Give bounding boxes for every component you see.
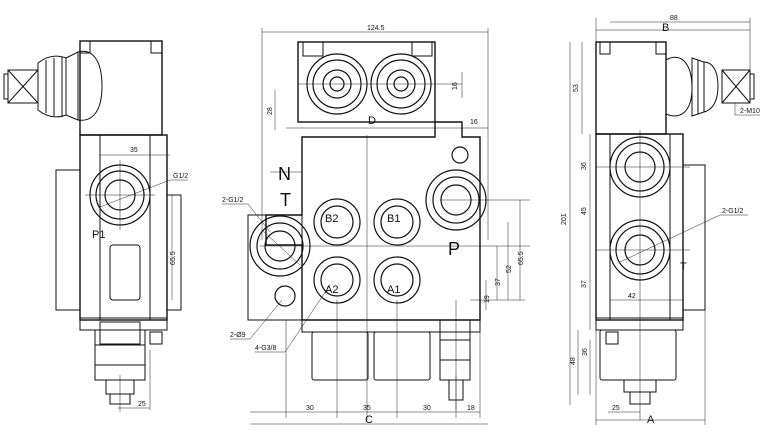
center-dim-C: C — [365, 414, 373, 426]
center-port-t: T — [280, 190, 291, 210]
left-thread-label: G1/2 — [173, 173, 188, 180]
center-ports-thread: 4-G3/8 — [255, 345, 277, 352]
center-bottom-35: 35 — [363, 405, 371, 412]
right-thread: 2-G1/2 — [722, 208, 744, 215]
right-dim-53: 53 — [573, 84, 580, 92]
center-holes: 2-Ø9 — [230, 332, 246, 339]
right-dim-36a: 36 — [581, 162, 588, 170]
left-dim-35: 35 — [130, 147, 138, 154]
center-port-b1 — [373, 198, 421, 246]
center-dim-D: D — [368, 115, 376, 127]
center-port-p-label: P — [448, 239, 460, 259]
center-bottom-18: 18 — [467, 405, 475, 412]
right-dim-B: B — [662, 22, 669, 34]
center-bottom-30b: 30 — [423, 405, 431, 412]
right-port-t: T — [680, 261, 687, 273]
right-view: 88 B 2-M10 53 201 — [561, 15, 760, 426]
right-dim-25: 25 — [612, 405, 620, 412]
right-coil-body — [595, 41, 667, 135]
left-dim-25: 25 — [138, 401, 146, 408]
center-dim-28: 28 — [267, 107, 274, 115]
center-thread-side: 2-G1/2 — [222, 197, 244, 204]
left-dim-65-5: 65.5 — [170, 251, 177, 265]
right-dim-45: 45 — [581, 207, 588, 215]
center-dim-16b: 16 — [470, 119, 478, 126]
center-port-a1-label: A1 — [387, 284, 400, 296]
center-port-n: N — [278, 164, 291, 184]
center-dim-65-5: 65.5 — [518, 251, 525, 265]
center-dim-19: 19 — [484, 295, 491, 303]
center-view: 124.5 16 28 D 16 N T B2 — [222, 25, 530, 426]
left-port-p1-label: P1 — [92, 229, 105, 241]
center-dim-37: 37 — [495, 278, 502, 286]
center-port-b2 — [313, 198, 361, 246]
center-bottom-30a: 30 — [306, 405, 314, 412]
right-dim-37: 37 — [581, 280, 588, 288]
right-hole-m10: 2-M10 — [740, 108, 760, 115]
right-dim-201: 201 — [561, 213, 568, 225]
left-solenoid-connector — [3, 50, 103, 121]
center-solenoid-head — [297, 41, 436, 123]
center-dim-124-5: 124.5 — [367, 25, 385, 32]
right-dim-42: 42 — [628, 293, 636, 300]
center-dim-16-top: 16 — [452, 82, 459, 90]
center-dim-52: 52 — [506, 265, 513, 273]
left-view: G1/2 P1 35 65.5 25 — [3, 40, 188, 412]
center-port-b1-label: B1 — [387, 213, 400, 225]
right-dim-88: 88 — [670, 15, 678, 22]
left-valve-body — [79, 134, 168, 321]
center-port-b2-label: B2 — [325, 213, 338, 225]
right-dim-36b: 36 — [582, 348, 589, 356]
right-dim-A: A — [647, 414, 655, 426]
right-dim-48: 48 — [570, 357, 577, 365]
center-port-a2-label: A2 — [325, 284, 338, 296]
